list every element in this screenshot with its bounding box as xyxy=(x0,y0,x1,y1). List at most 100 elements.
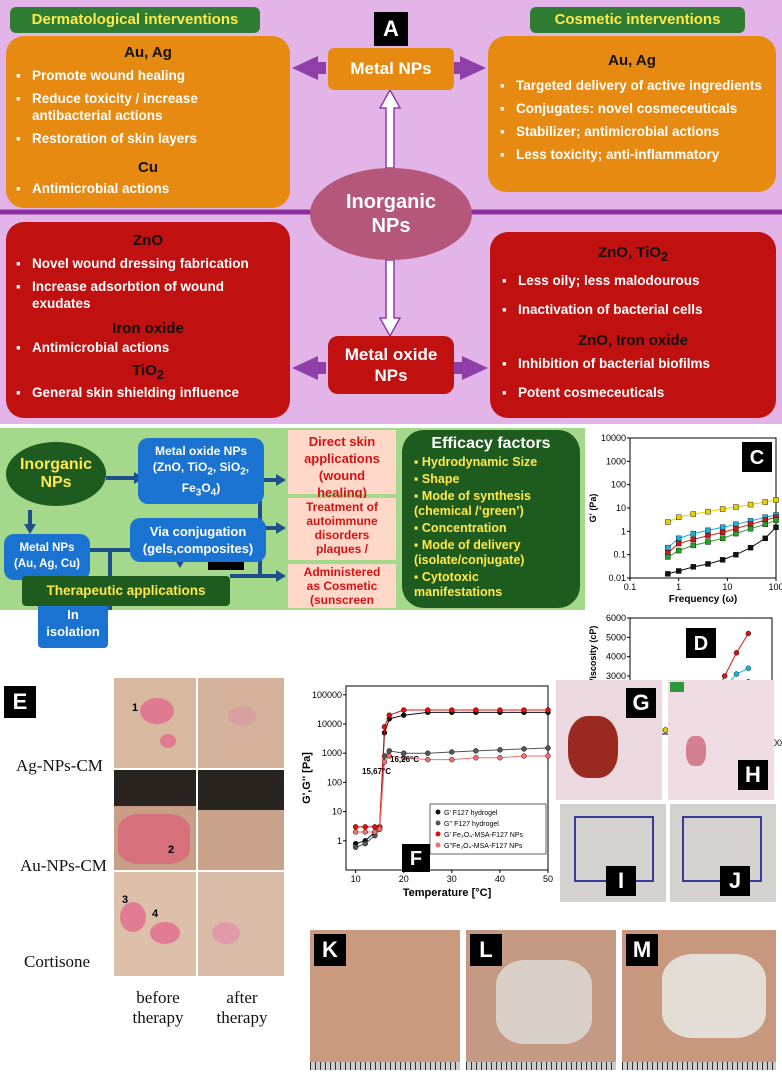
data-point xyxy=(401,707,407,713)
text: ) xyxy=(216,481,221,496)
data-point xyxy=(773,524,779,530)
data-point xyxy=(747,501,754,508)
cos-oxide-list1: Less oily; less malodourous Inactivation… xyxy=(502,272,764,318)
cos-oxide-title2: ZnO, Iron oxide xyxy=(577,332,688,349)
sub: 2 xyxy=(240,466,246,478)
sub: 3 xyxy=(195,487,202,499)
row-label-ag: Ag-NPs-CM xyxy=(16,756,103,775)
legend-marker xyxy=(435,820,441,826)
derm-oxide-title1: ZnO xyxy=(133,232,163,249)
row-label-au: Au-NPs-CM xyxy=(20,856,107,875)
marker xyxy=(670,682,684,692)
lesion xyxy=(160,734,176,748)
derm-oxide-title2: Iron oxide xyxy=(112,320,184,337)
data-point xyxy=(762,521,768,528)
data-point xyxy=(372,824,378,830)
line: after xyxy=(226,988,258,1007)
isolation-line1: In xyxy=(67,607,79,622)
line: plaques / xyxy=(315,542,368,556)
text: Concentration xyxy=(421,521,507,535)
list-item: Promote wound healing xyxy=(16,67,280,84)
data-point xyxy=(386,753,392,759)
data-point xyxy=(705,561,711,567)
y-tick-label: 0.01 xyxy=(608,573,626,583)
data-point xyxy=(733,530,739,537)
legend-label: G'' F127 hydrogel xyxy=(444,821,499,828)
y-tick-label: 1 xyxy=(337,836,342,846)
y-tick-label: 100 xyxy=(611,480,626,490)
data-point xyxy=(733,650,740,656)
inorganic-nps-center: Inorganic NPs xyxy=(310,168,472,260)
data-point xyxy=(362,829,368,835)
data-point xyxy=(747,544,754,551)
photo-m: M xyxy=(622,930,776,1070)
metal-oxide-box: Metal oxide NPs (ZnO, TiO2, SiO2, Fe3O4) xyxy=(138,438,264,504)
text: , xyxy=(245,460,250,474)
data-point xyxy=(721,673,728,679)
derm-metal-title2: Cu xyxy=(138,159,158,176)
derm-metal-list1: Promote wound healing Reduce toxicity / … xyxy=(16,67,280,147)
via-conjugation-box: Via conjugation (gels,composites) xyxy=(130,518,266,562)
text: Size xyxy=(512,455,538,469)
photo-ag-after xyxy=(198,678,284,768)
photo-letter-m: M xyxy=(626,934,658,966)
hair xyxy=(114,770,196,806)
line: disorders xyxy=(314,528,370,542)
photo-letter-h: H xyxy=(738,760,768,790)
data-point xyxy=(665,544,671,551)
data-point xyxy=(665,519,671,525)
metal-line2: (Au, Ag, Cu) xyxy=(13,558,80,570)
panel-e-letter: E xyxy=(4,686,36,718)
data-point xyxy=(675,547,682,554)
data-point xyxy=(521,707,527,713)
list-item: Restoration of skin layers xyxy=(16,130,280,147)
data-point xyxy=(497,747,503,753)
photo-cortisone-after xyxy=(198,872,284,976)
legend-label: G''Fe₃O₄-MSA-F127 NPs xyxy=(444,843,523,850)
app-cosmetic: Administered as Cosmetic (sunscreen xyxy=(288,564,396,608)
y-tick-label: 4000 xyxy=(606,652,626,662)
data-point xyxy=(690,564,697,570)
data-point xyxy=(690,530,697,537)
photo-k: K xyxy=(310,930,460,1070)
data-point xyxy=(690,542,697,549)
efficacy-box: Efficacy factors ▪ Hydrodynamic Size ▪ S… xyxy=(402,430,580,608)
y-axis-label: G',G'' [Pa] xyxy=(301,752,313,804)
data-point xyxy=(372,829,378,835)
x-axis-label: Temperature [°C] xyxy=(403,887,492,899)
mark-2: 2 xyxy=(168,844,175,856)
plot-frame xyxy=(345,685,549,871)
data-point xyxy=(425,750,431,756)
x-tick-label: 20 xyxy=(399,874,409,884)
data-point xyxy=(690,536,697,543)
derm-oxide-list2: Antimicrobial actions xyxy=(16,339,280,356)
data-point xyxy=(449,749,455,755)
panel-c-letter: C xyxy=(750,447,764,469)
data-point xyxy=(773,497,779,503)
conj-line1: Via conjugation xyxy=(149,524,247,539)
efficacy-item: ▪ Mode of synthesis (chemical /‘green’) xyxy=(414,489,531,518)
data-point xyxy=(733,504,739,510)
panel-b-content: Via conjugation (gels,composites) Therap… xyxy=(0,428,585,610)
line: Treatment of xyxy=(305,500,378,514)
data-point xyxy=(675,568,682,574)
sub: 2 xyxy=(207,466,213,478)
photo-g: G xyxy=(556,680,662,800)
data-point xyxy=(665,571,671,577)
data-point xyxy=(705,527,711,534)
data-point xyxy=(719,557,726,563)
y-tick-label: 1000 xyxy=(606,456,626,466)
data-point xyxy=(719,506,726,512)
cos-metal-title: Au, Ag xyxy=(608,52,656,69)
y-axis-label: Apparent Viscosity (cP) xyxy=(588,626,598,727)
sub: 4 xyxy=(210,487,217,499)
efficacy-item: ▪ Hydrodynamic Size xyxy=(414,455,538,469)
derm-oxide-box: ZnO Novel wound dressing fabrication Inc… xyxy=(6,222,290,418)
metal-oxide-label: Metal oxide NPs xyxy=(344,345,438,385)
photo-au-after xyxy=(198,770,284,870)
y-axis-label: G' (Pa) xyxy=(588,494,598,523)
text: (chemical /‘green’) xyxy=(414,504,524,518)
panel-f-letter: F xyxy=(410,848,422,870)
list-item: Inhibition of bacterial biofilms xyxy=(502,355,764,372)
panel-d-letter: D xyxy=(694,633,708,655)
